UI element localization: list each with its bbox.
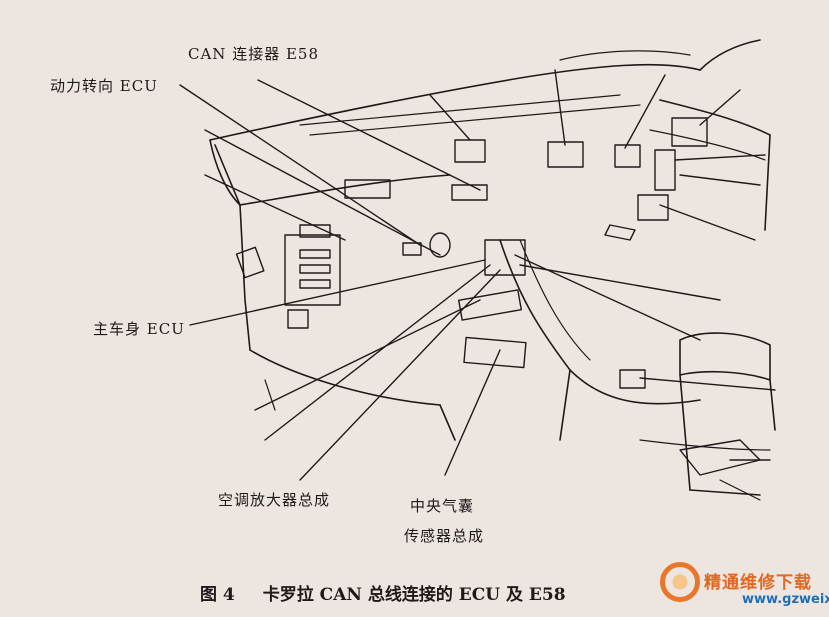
- component-box: [604, 224, 636, 241]
- figure-caption: 图 4 卡罗拉 CAN 总线连接的 ECU 及 E58: [200, 580, 566, 605]
- component-box: [654, 149, 676, 191]
- watermark-logo-icon: [660, 562, 700, 602]
- component-box: [299, 224, 331, 238]
- dashboard-outline: [209, 39, 776, 501]
- watermark-title: 精通维修下载: [704, 573, 812, 593]
- figure-caption-text: 卡罗拉 CAN 总线连接的 ECU 及 E58: [262, 585, 566, 605]
- site-watermark: 精通维修下载 www.gzweix.com: [660, 560, 829, 615]
- label-main-body-ecu: 主车身 ECU: [93, 320, 185, 338]
- component-box: [284, 234, 341, 306]
- component-box: [344, 179, 391, 199]
- component-box: [484, 239, 526, 276]
- leader-lines: [179, 69, 776, 481]
- figure-number: 图 4: [200, 585, 235, 605]
- label-airbag-sensor-line2: 传感器总成: [404, 527, 485, 545]
- component-box: [671, 117, 708, 147]
- component-box: [614, 144, 641, 168]
- component-box: [458, 289, 522, 321]
- label-ac-amplifier: 空调放大器总成: [218, 491, 331, 509]
- components: [235, 117, 761, 476]
- label-can-connector: CAN 连接器 E58: [188, 45, 320, 63]
- component-box: [454, 139, 486, 163]
- component-box: [287, 309, 309, 329]
- component-box: [637, 194, 669, 221]
- watermark-url: www.gzweix.com: [742, 592, 829, 607]
- component-box: [235, 246, 265, 279]
- component-box: [619, 369, 646, 389]
- component-box: [402, 242, 422, 256]
- label-airbag-sensor-line1: 中央气囊: [410, 497, 475, 515]
- component-box: [547, 141, 584, 168]
- component-box: [451, 184, 488, 201]
- component-box: [429, 232, 451, 258]
- label-power-steering-ecu: 动力转向 ECU: [50, 77, 158, 95]
